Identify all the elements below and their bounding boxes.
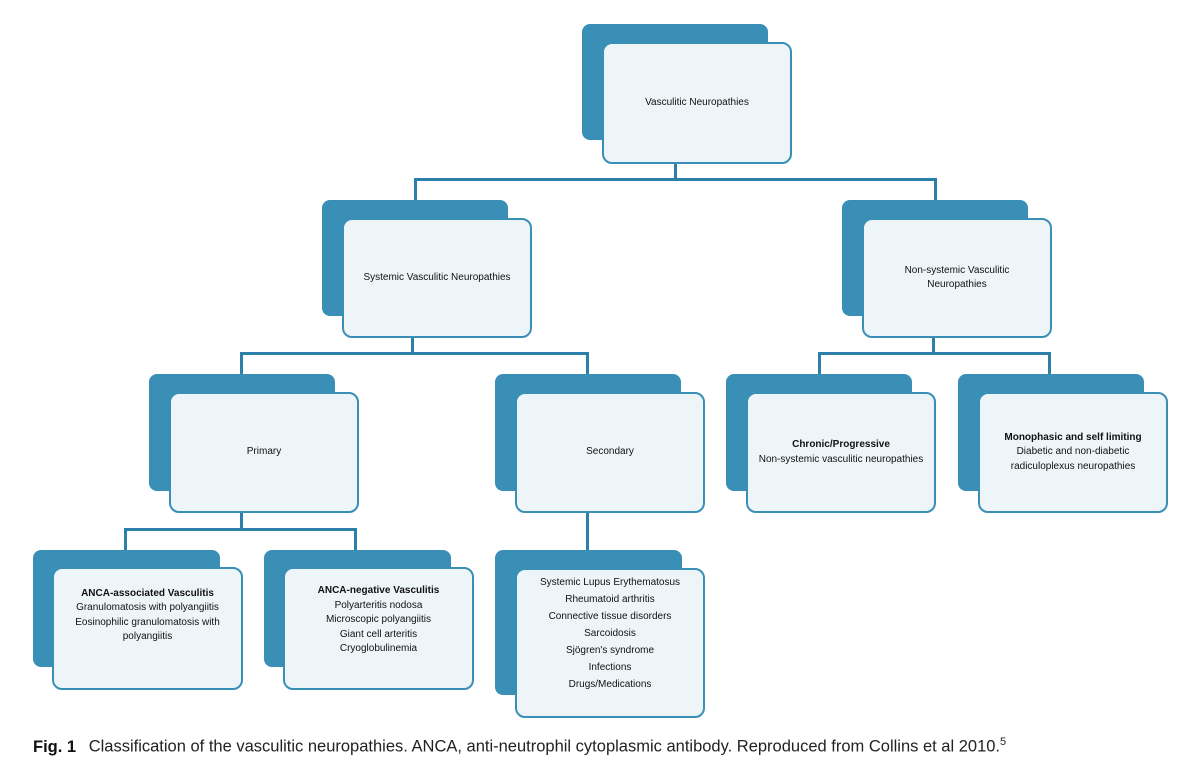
node-label: Microscopic polyangiitis	[325, 614, 432, 626]
figure-caption: Fig. 1 Classification of the vasculitic …	[33, 736, 1006, 757]
connector	[354, 528, 357, 550]
node-title: ANCA-associated Vasculitis	[81, 587, 214, 599]
node-label: Non-systemic vasculitic neuropathies	[758, 453, 924, 465]
list-item: Systemic Lupus Erythematosus	[539, 577, 681, 588]
connector	[586, 352, 589, 374]
list-item: Infections	[588, 662, 632, 673]
list-item: Drugs/Medications	[568, 679, 652, 690]
connector	[934, 178, 937, 200]
connector	[586, 510, 589, 550]
node-label: polyangiitis	[122, 631, 173, 642]
node-title: Monophasic and self limiting	[1004, 431, 1142, 443]
list-item: Rheumatoid arthritis	[565, 594, 655, 605]
node-title: Chronic/Progressive	[792, 439, 890, 450]
list-item: Sjögren's syndrome	[565, 645, 655, 656]
node-anca-associated-vasculitis: ANCA-associated Vasculitis Granulomatosi…	[33, 550, 243, 690]
node-title: ANCA-negative Vasculitis	[317, 585, 440, 597]
connector	[411, 336, 414, 354]
node-nonsystemic-vasculitic-neuropathies: Non-systemic Vasculitic Neuropathies	[842, 200, 1052, 338]
list-item: Connective tissue disorders	[548, 611, 672, 622]
node-label: Primary	[246, 446, 282, 458]
connector	[414, 178, 417, 200]
node-label: radiculoplexus neuropathies	[1010, 460, 1136, 472]
list-item: Sarcoidosis	[584, 628, 636, 639]
connector	[124, 528, 357, 531]
node-vasculitic-neuropathies: Vasculitic Neuropathies	[582, 24, 792, 164]
node-label: Systemic Vasculitic Neuropathies	[363, 271, 511, 283]
figure-label: Fig. 1	[33, 737, 77, 756]
node-label: Granulomatosis with polyangiitis	[76, 602, 219, 613]
node-label: Vasculitic Neuropathies	[645, 96, 749, 108]
node-label: Diabetic and non-diabetic	[1016, 446, 1130, 458]
connector	[124, 528, 127, 550]
node-secondary: Secondary	[495, 374, 705, 513]
connector	[1048, 352, 1051, 374]
node-secondary-causes: Systemic Lupus Erythematosus Rheumatoid …	[495, 550, 705, 718]
node-label: Cryoglobulinemia	[339, 643, 418, 655]
connector	[240, 352, 589, 355]
node-label: Non-systemic Vasculitic Neuropathies	[904, 264, 1010, 291]
caption-reference: 5	[1000, 736, 1007, 748]
node-label: Giant cell arteritis	[339, 628, 418, 640]
connector	[414, 178, 937, 181]
connector	[818, 352, 821, 374]
connector	[674, 160, 677, 180]
node-anca-negative-vasculitis: ANCA-negative Vasculitis Polyarteritis n…	[264, 550, 474, 690]
connector	[240, 510, 243, 530]
node-primary: Primary	[149, 374, 359, 513]
node-label: Secondary	[586, 446, 634, 458]
connector	[818, 352, 1051, 355]
node-label: Polyarteritis nodosa	[334, 599, 423, 611]
node-label: Eosinophilic granulomatosis with	[75, 616, 220, 628]
connector	[240, 352, 243, 374]
caption-text: Classification of the vasculitic neuropa…	[88, 737, 1001, 756]
node-monophasic-self-limiting: Monophasic and self limiting Diabetic an…	[958, 374, 1168, 513]
node-systemic-vasculitic-neuropathies: Systemic Vasculitic Neuropathies	[322, 200, 532, 338]
connector	[932, 336, 935, 354]
node-chronic-progressive: Chronic/Progressive Non-systemic vasculi…	[726, 374, 936, 513]
